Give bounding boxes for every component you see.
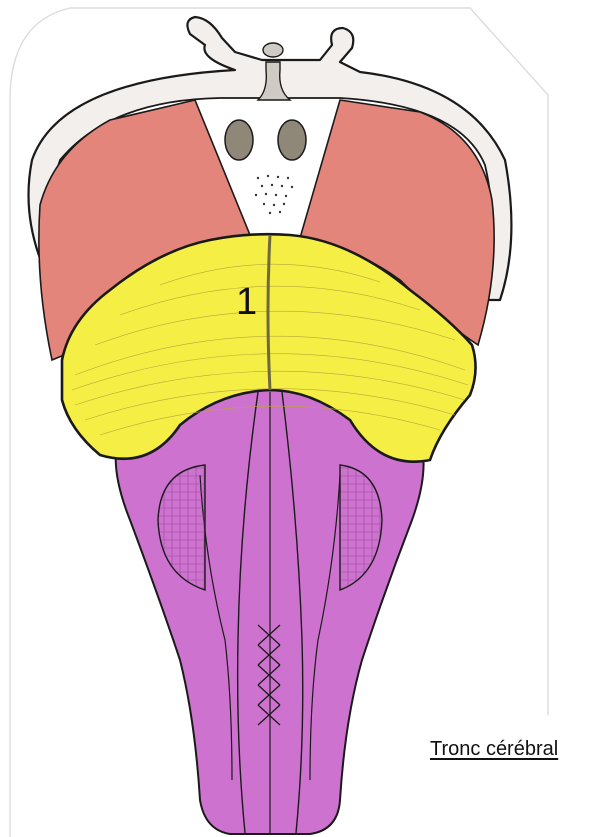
right-nucleus [278, 120, 306, 160]
left-nucleus [225, 120, 253, 160]
pineal-knob [263, 43, 283, 57]
region-label-1: 1 [236, 283, 257, 321]
figure-caption: Tronc cérébral [430, 738, 558, 761]
